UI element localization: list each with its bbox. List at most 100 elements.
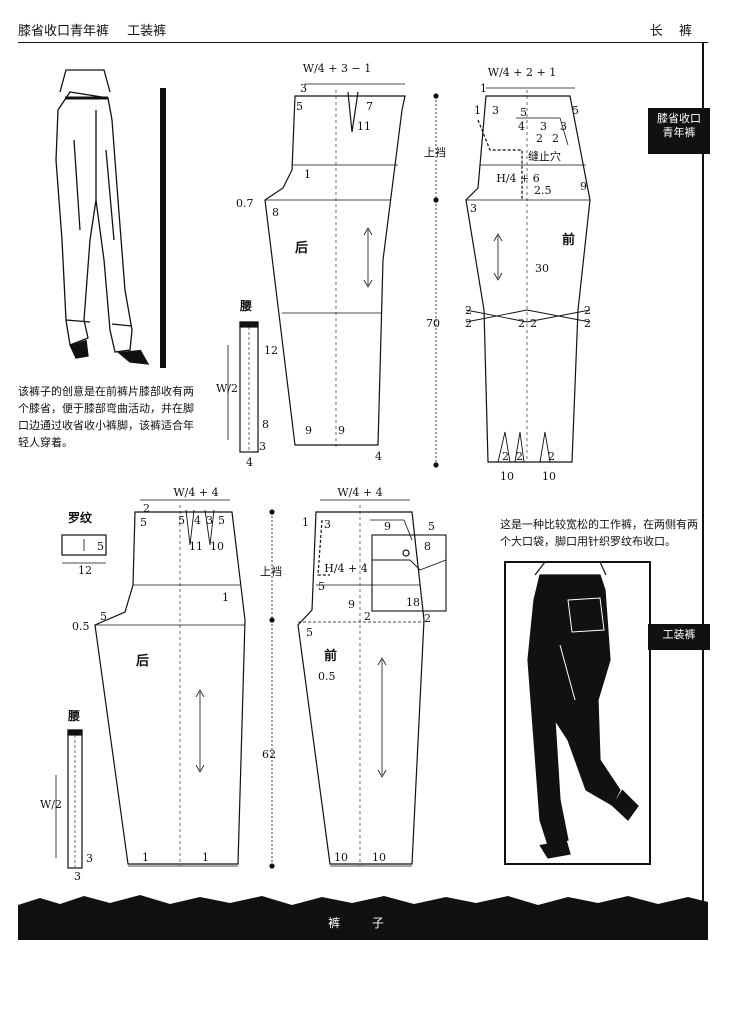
p2-dim-1d: 1: [302, 516, 309, 529]
p1-dim-3b: 3: [492, 104, 499, 117]
p1-dim-3f: 3: [259, 440, 266, 453]
p1-dim-8a: 8: [272, 206, 279, 219]
p2-dim-2a: 2: [143, 502, 150, 515]
side-tab-youth-pants-text: 膝省收口 青年裤: [657, 112, 701, 139]
header-item-work-pants: 工装裤: [127, 24, 167, 39]
p2-back-label: 后: [136, 653, 149, 669]
p1-front-label: 前: [562, 232, 575, 248]
p2-dim-5g: 5: [306, 626, 313, 639]
page-number: 247: [680, 928, 706, 942]
pattern2-length-rail: [269, 509, 275, 869]
p1-dim-10a: 10: [500, 470, 514, 483]
p1-front-waist-formula: W/4 + 2 + 1: [488, 66, 556, 79]
footer: 裤 子: [18, 888, 708, 940]
p2-waistband-formula: W/2: [40, 798, 62, 811]
p1-dim-2i: 2: [502, 450, 509, 463]
illustration-youth-pants: [55, 69, 166, 368]
p1-dim-3d: 3: [560, 120, 567, 133]
p2-rib-h: 5: [97, 540, 104, 553]
p2-dim-1b: 1: [142, 851, 149, 864]
pattern1-length-rail: [433, 93, 439, 468]
pattern1-back-piece: [264, 83, 406, 448]
p1-dim-2k: 2: [548, 450, 555, 463]
p2-back-waist-formula: W/4 + 4: [173, 486, 218, 499]
footer-band: [18, 895, 708, 940]
p1-dim-5a: 5: [296, 100, 303, 113]
p2-dim-1a: 1: [222, 591, 229, 604]
pattern1-front-piece: [465, 87, 591, 463]
p1-dim-3a: 3: [300, 82, 307, 95]
page-header: 膝省收口青年裤 工装裤 长 裤: [18, 18, 708, 43]
side-tab-work-pants: 工装裤: [648, 624, 710, 650]
p1-waist-label: 腰: [239, 298, 252, 313]
right-margin-rule: [702, 42, 704, 912]
p1-dim-2g: 2: [584, 304, 591, 317]
p2-dim-2c: 2: [424, 612, 431, 625]
p2-dim-5e: 5: [428, 520, 435, 533]
p1-dim-7: 7: [366, 100, 373, 113]
p1-dim-2a: 2: [536, 132, 543, 145]
caption-work-pants: 这是一种比较宽松的工作裤，在两侧有两个大口袋，脚口用针织罗纹布收口。: [500, 518, 698, 548]
p2-dim-18: 18: [406, 596, 420, 609]
p2-dim-5c: 5: [218, 514, 225, 527]
side-tab-youth-pants: 膝省收口 青年裤: [648, 108, 710, 154]
p1-dim-5b: 5: [520, 106, 527, 119]
p1-fly-label: 缝止穴: [528, 149, 561, 163]
p1-dim-2e: 2: [518, 317, 525, 330]
p1-back-waist-formula: W/4 + 3 − 1: [303, 62, 371, 75]
p1-dim-4b: 4: [518, 120, 525, 133]
p2-dim-2b: 2: [364, 610, 371, 623]
pattern2-rib: [61, 534, 107, 564]
p1-dim-07: 0.7: [236, 197, 254, 210]
pattern2-waistband: [55, 729, 83, 869]
p1-dim-30: 30: [535, 262, 549, 275]
p2-dim-3c: 3: [86, 852, 93, 865]
pattern2-front-piece: [297, 499, 447, 867]
p2-length-label: 62: [262, 748, 276, 761]
p1-dim-1a: 1: [304, 168, 311, 181]
header-item-youth-pants: 膝省收口青年裤: [18, 24, 110, 39]
p1-back-label: 后: [295, 240, 308, 256]
p2-dim-8: 8: [424, 540, 431, 553]
p1-dim-3c: 3: [540, 120, 547, 133]
p1-dim-9b: 9: [338, 424, 345, 437]
p2-dim-11: 11: [189, 540, 203, 553]
p2-dim-05b: 0.5: [318, 670, 336, 683]
illustration-work-pants: [504, 561, 651, 865]
p2-hip-formula: H/4 + 4: [324, 562, 368, 575]
header-right-title: 长 裤: [649, 24, 698, 39]
pattern2-back-piece: [94, 499, 246, 867]
p2-rib-w: 12: [78, 564, 92, 577]
p1-dim-5c: 5: [572, 104, 579, 117]
p2-dim-10c: 10: [372, 851, 386, 864]
p1-rise-label: 上裆: [424, 146, 446, 159]
p1-dim-2h: 2: [584, 317, 591, 330]
p2-dim-5a: 5: [140, 516, 147, 529]
p1-hip-formula: H/4 + 6: [496, 172, 540, 185]
p1-dim-3e: 3: [470, 202, 477, 215]
p2-dim-3d: 3: [74, 870, 81, 883]
p1-dim-12: 12: [264, 344, 278, 357]
p2-dim-5f: 5: [318, 580, 325, 593]
p2-rise-label: 上裆: [260, 565, 282, 578]
p2-dim-3b: 3: [324, 518, 331, 531]
p1-length-label: 70: [426, 317, 440, 330]
p1-dim-9c: 9: [580, 180, 587, 193]
p2-front-waist-formula: W/4 + 4: [337, 486, 382, 499]
p2-front-label: 前: [324, 648, 337, 664]
p2-dim-4a: 4: [194, 514, 201, 527]
p1-dim-1b: 1: [480, 82, 487, 95]
pattern1-waistband: [227, 321, 259, 453]
p1-dim-1c: 1: [474, 104, 481, 117]
p2-dim-10b: 10: [334, 851, 348, 864]
p1-dim-11a: 11: [357, 120, 371, 133]
p2-dim-9b: 9: [348, 598, 355, 611]
p1-dim-4c: 4: [246, 456, 253, 469]
p2-dim-3a: 3: [206, 514, 213, 527]
p1-dim-2f: 2: [530, 317, 537, 330]
p1-dim-2b: 2: [552, 132, 559, 145]
p1-dim-10b: 10: [542, 470, 556, 483]
p1-dim-2j: 2: [516, 450, 523, 463]
p2-dim-5b: 5: [178, 514, 185, 527]
